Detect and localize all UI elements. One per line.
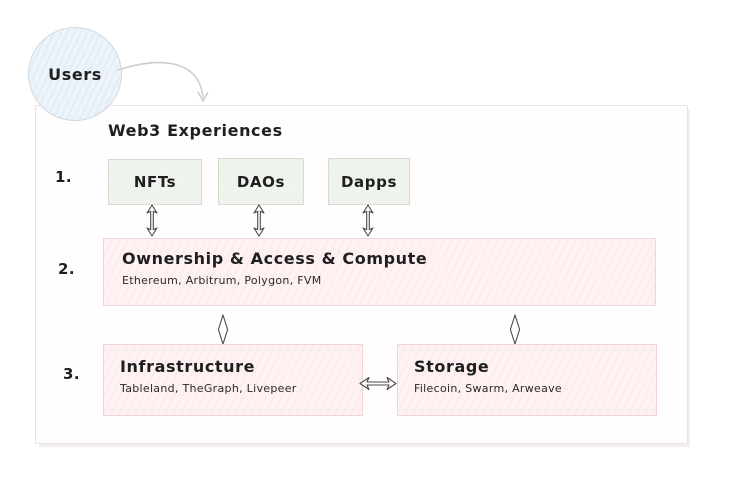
node-nfts-label: NFTs [133,173,177,191]
node-dapps-label: Dapps [341,172,397,191]
node-infrastructure-title: Infrastructure [120,357,256,376]
node-nfts: NFTs [108,159,202,205]
node-infrastructure: Infrastructure Tableland, TheGraph, Live… [103,344,363,416]
users-connector-arrow-icon [117,61,209,102]
double-arrow-vertical-icon [146,204,158,237]
double-arrow-vertical-icon [362,204,374,237]
double-arrow-horizontal-icon [359,376,397,391]
node-ownership-subtitle: Ethereum, Arbitrum, Polygon, FVM [122,274,322,287]
node-infrastructure-subtitle: Tableland, TheGraph, Livepeer [120,382,297,395]
users-label: Users [48,64,102,84]
row2-number: 2. [58,260,75,278]
node-dapps: Dapps [328,158,410,205]
diamond-connector-icon [217,314,229,345]
node-daos-label: DAOs [236,172,286,191]
container-title: Web3 Experiences [108,121,283,140]
users-node: Users [28,27,122,121]
node-storage-title: Storage [414,357,490,376]
diamond-connector-icon [509,314,521,345]
node-daos: DAOs [218,158,304,205]
node-ownership-title: Ownership & Access & Compute [122,249,428,268]
node-storage-subtitle: Filecoin, Swarm, Arweave [414,382,562,395]
row3-number: 3. [63,365,80,383]
row1-number: 1. [55,168,72,186]
node-storage: Storage Filecoin, Swarm, Arweave [397,344,657,416]
node-ownership-access-compute: Ownership & Access & Compute Ethereum, A… [103,238,656,306]
double-arrow-vertical-icon [253,204,265,237]
